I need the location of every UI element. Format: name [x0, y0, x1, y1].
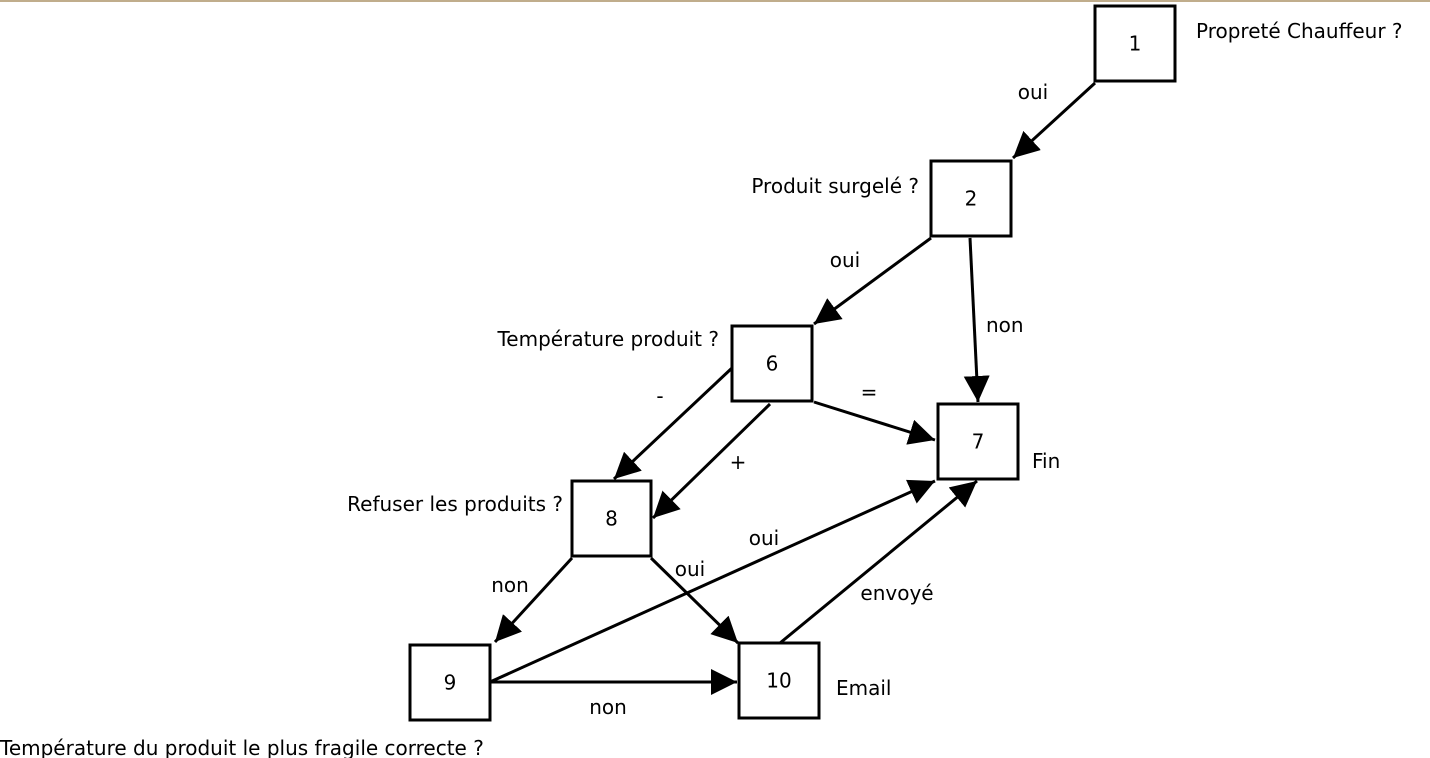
edge-6-to-8: +: [651, 402, 772, 520]
node-2: 2 Produit surgelé ?: [751, 159, 1013, 238]
edge-9-to-7: oui: [489, 479, 936, 684]
edge-1-to-2: oui: [1011, 80, 1097, 160]
node-8: 8 Refuser les produits ?: [347, 479, 653, 558]
edge-10-to-7: envoyé: [779, 479, 978, 645]
edge-label: non: [589, 695, 627, 719]
node-number: 8: [605, 507, 618, 531]
node-10: 10 Email: [737, 641, 892, 720]
edge-label: envoyé: [860, 581, 933, 605]
node-number: 6: [766, 352, 779, 376]
node-label: Produit surgelé ?: [751, 174, 919, 198]
edges-layer: oui oui non - = + non oui oui non envoyé: [489, 80, 1097, 719]
edge-6-to-7: =: [813, 380, 936, 445]
edge-label: oui: [830, 248, 860, 272]
edge-arrow: [963, 237, 990, 403]
edge-arrow: [649, 556, 740, 645]
edge-arrow: [1011, 81, 1097, 160]
edge-2-to-6: oui: [813, 236, 932, 326]
edge-label: oui: [675, 557, 705, 581]
node-6: 6 Température produit ?: [496, 324, 814, 403]
node-label: Fin: [1032, 449, 1060, 473]
node-number: 9: [444, 671, 457, 695]
node-box: [929, 159, 1013, 238]
edge-8-to-10: oui: [649, 556, 740, 645]
node-box: [936, 402, 1020, 481]
node-number: 7: [972, 430, 985, 454]
node-label: Propreté Chauffeur ?: [1196, 19, 1403, 43]
edge-arrow: [813, 400, 936, 445]
edge-arrow: [493, 556, 574, 644]
node-1: 1 Propreté Chauffeur ?: [1093, 4, 1403, 83]
node-number: 1: [1129, 32, 1142, 56]
edge-label: =: [861, 380, 878, 404]
edge-arrow: [813, 236, 932, 326]
node-label: Température du produit le plus fragile c…: [0, 736, 484, 758]
edge-6-to-8: -: [612, 366, 734, 481]
top-border: [0, 0, 1430, 2]
edge-label: +: [730, 450, 747, 474]
node-label: Température produit ?: [496, 327, 719, 351]
node-box: [1093, 4, 1177, 83]
edge-label: oui: [749, 526, 779, 550]
edge-label: non: [986, 313, 1024, 337]
nodes-layer: 1 Propreté Chauffeur ? 2 Produit surgelé ? 6…: [0, 4, 1403, 758]
edge-8-to-9: non: [491, 556, 574, 644]
node-number: 2: [965, 187, 978, 211]
edge-9-to-10: non: [490, 669, 737, 719]
node-label: Email: [836, 676, 892, 700]
node-box: [570, 479, 653, 558]
node-box: [737, 641, 821, 720]
edge-arrow: [612, 366, 734, 481]
node-box: [730, 324, 814, 403]
node-box: [408, 643, 492, 722]
edge-label: -: [656, 384, 663, 408]
node-label: Refuser les produits ?: [347, 492, 563, 516]
edge-arrow: [489, 479, 936, 684]
edge-arrow: [779, 479, 978, 645]
edge-label: oui: [1018, 80, 1048, 104]
edge-2-to-7: non: [963, 237, 1024, 403]
node-number: 10: [766, 669, 791, 693]
edge-arrow: [651, 402, 772, 520]
edge-label: non: [491, 573, 529, 597]
